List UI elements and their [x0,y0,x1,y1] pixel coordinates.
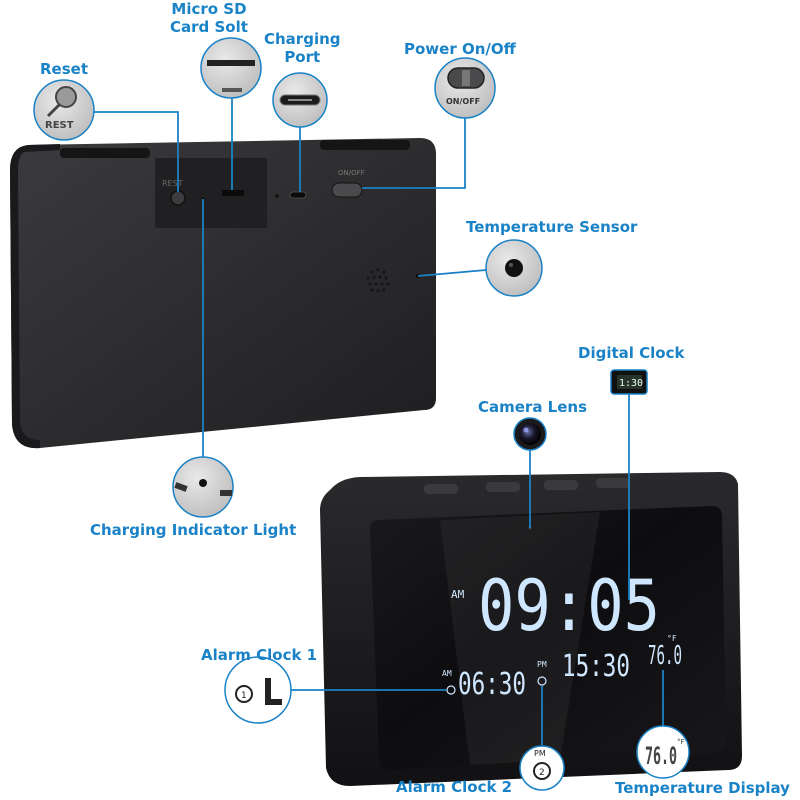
charging-port-zoom-circle [272,72,328,128]
alarm2-prefix: PM [537,660,547,669]
front-device: AM 09:05 AM 06:30 PM 15:30 76.0 °F [320,472,742,786]
sd-card-slot[interactable] [222,190,244,196]
power-label: Power On/Off [404,40,516,58]
temperature-display-label: Temperature Display [615,779,790,797]
top-button-2[interactable] [486,482,520,492]
charging-label-line1: Charging [264,30,341,48]
zoom-temp-text: 76.0 [645,742,677,770]
sd-label-line1: Micro SD [171,0,247,18]
alarm2-screen-icon [537,676,547,686]
charging-port-label: Charging Port [264,30,341,66]
reset-engraved-text: REST [45,120,74,131]
digital-clock-label: Digital Clock [578,344,685,362]
zoom-temp-unit: °F [677,738,685,746]
camera-lens-zoom-circle [513,417,547,451]
alarm1-prefix: AM [442,669,452,678]
usb-c-port[interactable] [289,191,307,199]
svg-text:2: 2 [539,768,545,778]
mirror-screen [370,506,726,770]
top-button-3[interactable] [544,480,578,490]
temp-sensor-zoom-circle [485,239,543,297]
screen-reflection [440,512,600,765]
camera-lens-label: Camera Lens [478,398,588,416]
reset-zoom-circle: REST [33,79,95,141]
alarm2-zoom-circle: PM 2 [519,745,565,791]
alarm2-zoom-prefix: PM [534,749,546,758]
temperature-sensor-label: Temperature Sensor [466,218,638,236]
mini-clock-text: 1:30 [619,378,643,389]
top-button-4[interactable] [596,478,630,488]
sd-card-label: Micro SD Card Solt [170,0,248,36]
charging-light-zoom-circle [172,456,234,518]
speaker-holes [366,268,390,293]
top-button-1[interactable] [424,484,458,494]
alarm1-time: 06:30 [458,667,526,702]
reset-button[interactable] [170,190,186,206]
sd-label-line2: Card Solt [170,18,248,36]
display-temp-unit: °F [667,634,677,643]
digital-clock-zoom: 1:30 [610,369,648,395]
top-grille-right [320,140,410,150]
temp-display-zoom-circle: 76.0 °F [636,725,690,779]
main-time: 09:05 [478,565,660,647]
top-grille-left [60,148,150,158]
sd-zoom-circle [200,37,262,99]
callout-lines [90,98,664,745]
power-engraved-text: ON/OFF [446,97,480,106]
charging-indicator-label: Charging Indicator Light [90,521,297,539]
alarm-clock-2-label: Alarm Clock 2 [396,778,513,796]
alarm1-zoom-circle: 1 [224,656,292,724]
reset-label: Reset [40,60,88,78]
back-power-text: ON/OFF [338,169,365,177]
alarm-clock-1-label: Alarm Clock 1 [201,646,318,664]
alarm1-screen-icon [446,685,456,695]
port-panel [155,158,267,228]
charging-label-line2: Port [284,48,321,66]
display-temperature: 76.0 [648,641,682,671]
alarm2-time: 15:30 [562,649,630,684]
back-device: REST ON/OFF [10,138,436,449]
back-reset-text: REST [162,179,183,188]
power-switch[interactable] [331,182,363,198]
svg-text:1: 1 [241,691,247,701]
tiny-hole [275,194,279,198]
power-zoom-circle: ON/OFF [434,57,496,119]
display-am: AM [451,588,465,601]
